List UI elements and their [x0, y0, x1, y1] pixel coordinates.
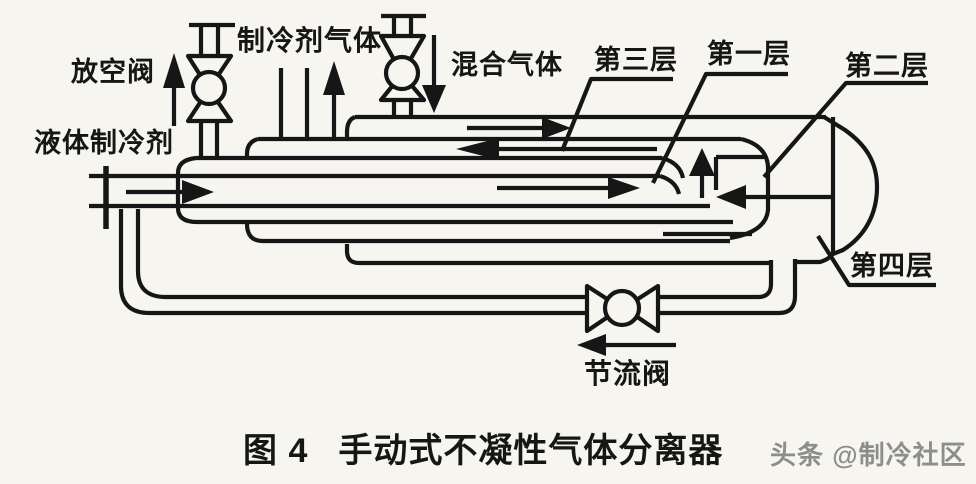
- layer3-label: 第三层: [594, 45, 678, 75]
- figure-caption: 图 4 手动式不凝性气体分离器: [243, 434, 723, 468]
- watermark: 头条 @制冷社区: [770, 442, 967, 468]
- flow-arrow-vent-up: [163, 53, 185, 126]
- vessel-shell-outer: [344, 114, 880, 266]
- vessel-dome: [822, 115, 880, 256]
- flow-arrow-liquid-inlet: [126, 180, 214, 204]
- leader-layer2: [762, 80, 928, 179]
- throttle-valve-icon: [584, 283, 661, 334]
- throttle-valve-label: 节流阀: [584, 358, 672, 389]
- gas-outlet-standpipe: [278, 68, 310, 140]
- figure-number: 图 4: [243, 432, 309, 470]
- flow-arrow-inner-up: [689, 148, 715, 198]
- layer2-label: 第二层: [845, 51, 929, 81]
- layer4-label: 第四层: [850, 251, 934, 281]
- flow-arrow-top-right: [467, 117, 571, 139]
- flow-arrow-gas-out-up: [323, 61, 345, 140]
- flow-arrow-throttle-left: [577, 334, 676, 356]
- flow-arrow-center-right: [497, 177, 640, 199]
- mixed-gas-label: 混合气体: [451, 50, 563, 80]
- vent-valve-icon: [185, 22, 235, 159]
- bottom-return-pipe: [118, 209, 798, 316]
- leader-layer3: [560, 76, 673, 152]
- liquid-refrigerant-label: 液体制冷剂: [34, 128, 174, 158]
- figure-title: 手动式不凝性气体分离器: [338, 432, 724, 470]
- leader-layer1: [651, 71, 788, 184]
- watermark-text: 头条 @制冷社区: [770, 440, 967, 470]
- inlet-valve-icon: [378, 13, 427, 118]
- flow-arrow-mixed-gas-down: [422, 35, 446, 113]
- vent-valve-label: 放空阀: [71, 57, 155, 87]
- leader-layer4: [816, 234, 936, 288]
- flow-arrow-inner-left: [716, 185, 831, 209]
- flow-arrow-upper-left: [456, 138, 657, 160]
- vessel-shell-third: [175, 155, 752, 237]
- leader-lines: [560, 71, 936, 288]
- refrigerant-gas-label: 制冷剂气体: [237, 25, 383, 56]
- layer1-label: 第一层: [707, 39, 791, 69]
- center-tube: [89, 154, 764, 209]
